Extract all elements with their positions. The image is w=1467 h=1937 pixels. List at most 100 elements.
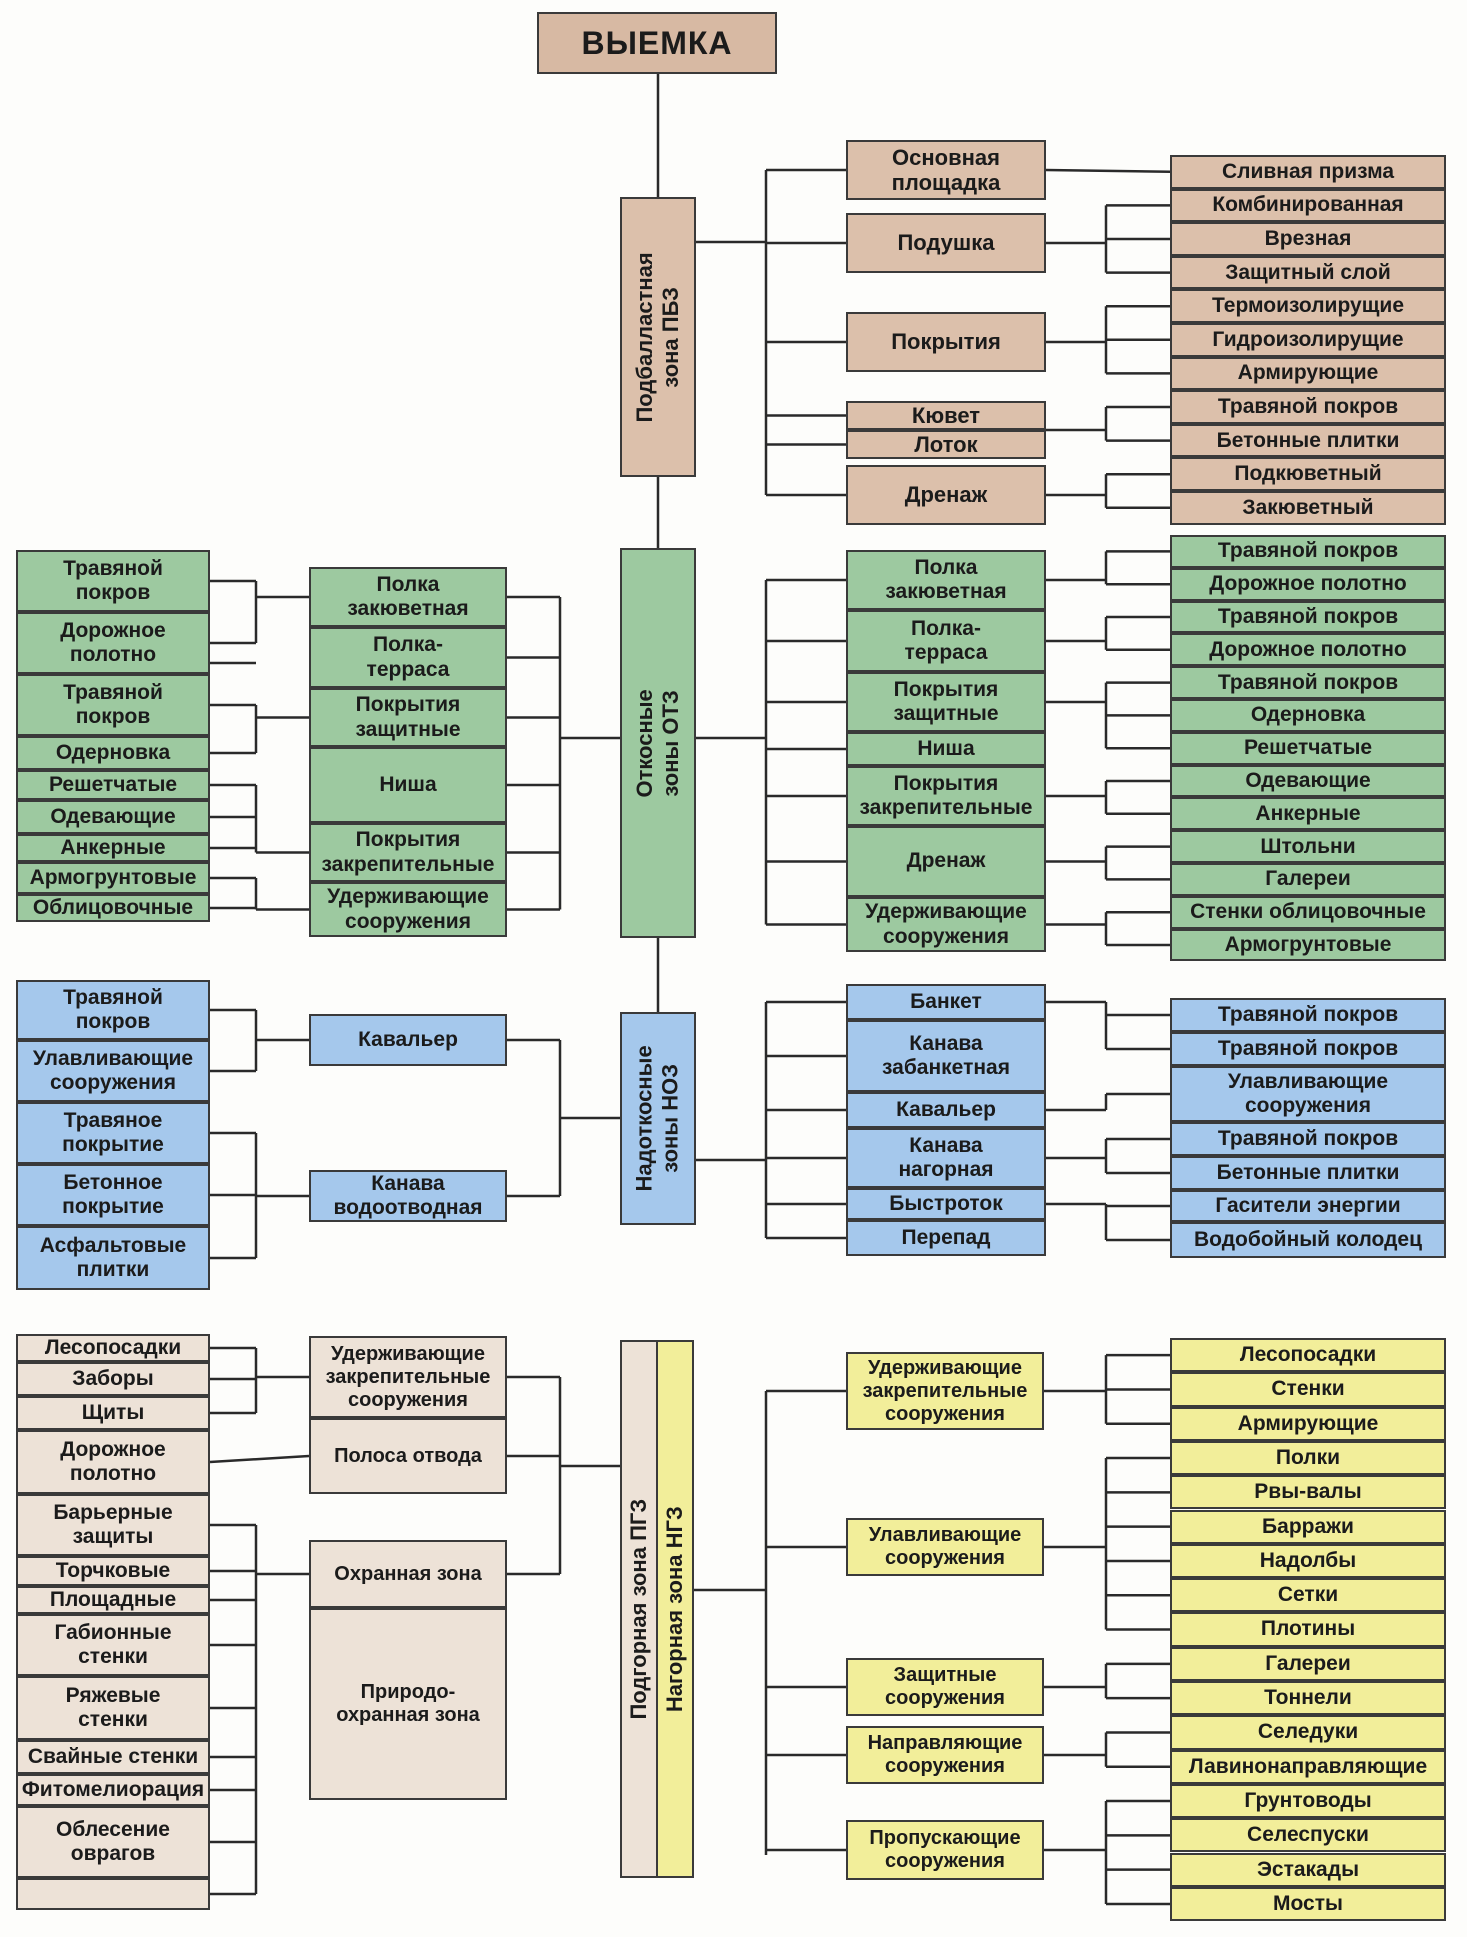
box-решетчатые: Решетчатые xyxy=(1170,731,1446,765)
zone-pbz: Подбалластная зона ПБЗ xyxy=(620,197,696,477)
box-мосты: Мосты xyxy=(1170,1886,1446,1922)
box-сливная-призма: Сливная призма xyxy=(1170,155,1446,189)
box-бетонные-плитки: Бетонные плитки xyxy=(1170,1156,1446,1190)
box-покрытия-закрепительные: Покрытия закрепительные xyxy=(309,823,507,882)
box-улавливающие-сооружения: Улавливающие сооружения xyxy=(1170,1066,1446,1122)
box-канава-нагорная: Канава нагорная xyxy=(846,1128,1046,1188)
box-свайные-стенки: Свайные стенки xyxy=(16,1740,210,1774)
box-подушка: Подушка xyxy=(846,213,1046,273)
box-лесопосадки: Лесопосадки xyxy=(16,1334,210,1362)
box-травяной-покров: Травяной покров xyxy=(16,550,210,612)
box-ниша: Ниша xyxy=(846,732,1046,766)
box-кавальер: Кавальер xyxy=(309,1014,507,1066)
zone-ngz-label: Нагорная зона НГЗ xyxy=(661,1506,687,1712)
box-заборы: Заборы xyxy=(16,1362,210,1396)
box-дорожное-полотно: Дорожное полотно xyxy=(16,1430,210,1494)
zone-pgz-label: Подгорная зона ПГЗ xyxy=(625,1498,651,1720)
box-площадные: Площадные xyxy=(16,1586,210,1614)
box-торчковые: Торчковые xyxy=(16,1556,210,1586)
box-стенки-облицовочные: Стенки облицовочные xyxy=(1170,895,1446,929)
box-улавливающие-сооружения: Улавливающие сооружения xyxy=(16,1040,210,1102)
box-армирующие: Армирующие xyxy=(1170,356,1446,391)
connector-line xyxy=(209,1454,310,1464)
box-подкюветный: Подкюветный xyxy=(1170,457,1446,491)
box-перепад: Перепад xyxy=(846,1220,1046,1256)
box-травяной-покров: Травяной покров xyxy=(16,674,210,736)
box-полки: Полки xyxy=(1170,1440,1446,1476)
box-полка-терраса: Полка- терраса xyxy=(309,627,507,688)
box-охранная-зона: Охранная зона xyxy=(309,1540,507,1608)
box-плотины: Плотины xyxy=(1170,1612,1446,1647)
box-сетки: Сетки xyxy=(1170,1578,1446,1613)
box-удерживающие-сооружения: Удерживающие сооружения xyxy=(309,882,507,937)
box-полка-закюветная: Полка закюветная xyxy=(846,550,1046,610)
box-полка-терраса: Полка- терраса xyxy=(846,610,1046,672)
box-закюветный: Закюветный xyxy=(1170,491,1446,525)
box-покрытия-защитные: Покрытия защитные xyxy=(846,672,1046,732)
box-гидроизолирущие: Гидроизолирущие xyxy=(1170,323,1446,357)
box-селедуки: Селедуки xyxy=(1170,1715,1446,1750)
box-удерживающие-сооружения: Удерживающие сооружения xyxy=(846,897,1046,952)
box-армогрунтовые: Армогрунтовые xyxy=(1170,928,1446,962)
box-банкет: Банкет xyxy=(846,984,1046,1020)
box-барражи: Барражи xyxy=(1170,1509,1446,1544)
box-щиты: Щиты xyxy=(16,1396,210,1430)
box-эстакады: Эстакады xyxy=(1170,1852,1446,1887)
box-канава-забанкетная: Канава забанкетная xyxy=(846,1020,1046,1092)
box-травяной-покров: Травяной покров xyxy=(1170,1122,1446,1156)
box-ниша: Ниша xyxy=(309,747,507,823)
box-тоннели: Тоннели xyxy=(1170,1681,1446,1716)
box-травяной-покров: Травяной покров xyxy=(1170,390,1446,424)
box-армогрунтовые: Армогрунтовые xyxy=(16,862,210,894)
box-пропускающие-сооружения: Пропускающие сооружения xyxy=(846,1820,1044,1880)
zone-pbz-label: Подбалластная зона ПБЗ xyxy=(631,251,683,423)
box-гасители-энергии: Гасители энергии xyxy=(1170,1190,1446,1222)
box-основная-площадка: Основная площадка xyxy=(846,140,1046,200)
box-одевающие: Одевающие xyxy=(16,800,210,834)
box-бетонное-покрытие: Бетонное покрытие xyxy=(16,1164,210,1226)
box-селеспуски: Селеспуски xyxy=(1170,1818,1446,1853)
box-лавинонаправляющие: Лавинонаправляющие xyxy=(1170,1749,1446,1784)
box-фитомелиорация: Фитомелиорация xyxy=(16,1774,210,1806)
box-грунтоводы: Грунтоводы xyxy=(1170,1783,1446,1819)
box-дорожное-полотно: Дорожное полотно xyxy=(1170,633,1446,667)
box-одерновка: Одерновка xyxy=(16,736,210,770)
box-лоток: Лоток xyxy=(846,430,1046,459)
box-покрытия-закрепительные: Покрытия закрепительные xyxy=(846,766,1046,826)
box-дренаж: Дренаж xyxy=(846,826,1046,897)
box-галереи: Галереи xyxy=(1170,863,1446,896)
box-лесопосадки: Лесопосадки xyxy=(1170,1338,1446,1373)
box-штольни: Штольни xyxy=(1170,830,1446,863)
box-канава-водоотводная: Канава водоотводная xyxy=(309,1170,507,1222)
diagram-title: ВЫЕМКА xyxy=(537,12,777,74)
box-анкерные: Анкерные xyxy=(16,834,210,862)
box-анкерные: Анкерные xyxy=(1170,797,1446,831)
box-травяной-покров: Травяной покров xyxy=(16,980,210,1040)
box-комбинированная: Комбинированная xyxy=(1170,188,1446,223)
box-облицовочные: Облицовочные xyxy=(16,894,210,922)
box-термоизолирущие: Термоизолирущие xyxy=(1170,289,1446,323)
box-травяной-покров: Травяной покров xyxy=(1170,998,1446,1032)
box-травяной-покров: Травяной покров xyxy=(1170,1032,1446,1066)
box-покрытия-защитные: Покрытия защитные xyxy=(309,688,507,747)
box-бетонные-плитки: Бетонные плитки xyxy=(1170,423,1446,458)
box-защитный-слой: Защитный слой xyxy=(1170,255,1446,290)
box-удерживающие-закрепительные-сооружения: Удерживающие закрепительные сооружения xyxy=(846,1352,1044,1430)
box-защитные-сооружения: Защитные сооружения xyxy=(846,1658,1044,1716)
box-врезная: Врезная xyxy=(1170,222,1446,256)
box-травяной-покров: Травяной покров xyxy=(1170,535,1446,568)
box-кавальер: Кавальер xyxy=(846,1092,1046,1128)
box-галереи: Галереи xyxy=(1170,1646,1446,1681)
zone-noz-label: Надоткосные зоны НОЗ xyxy=(631,1045,684,1192)
box-направляющие-сооружения: Направляющие сооружения xyxy=(846,1726,1044,1784)
zone-noz: Надоткосные зоны НОЗ xyxy=(620,1012,696,1225)
box-дорожное-полотно: Дорожное полотно xyxy=(1170,567,1446,601)
connector-line xyxy=(1045,168,1171,174)
zone-ngz: Нагорная зона НГЗ xyxy=(656,1340,694,1878)
box-ряжевые-стенки: Ряжевые стенки xyxy=(16,1676,210,1740)
box-дренаж: Дренаж xyxy=(846,465,1046,525)
box-асфальтовые-плитки: Асфальтовые плитки xyxy=(16,1226,210,1290)
zone-otz-label: Откосные зоны ОТЗ xyxy=(631,688,683,798)
